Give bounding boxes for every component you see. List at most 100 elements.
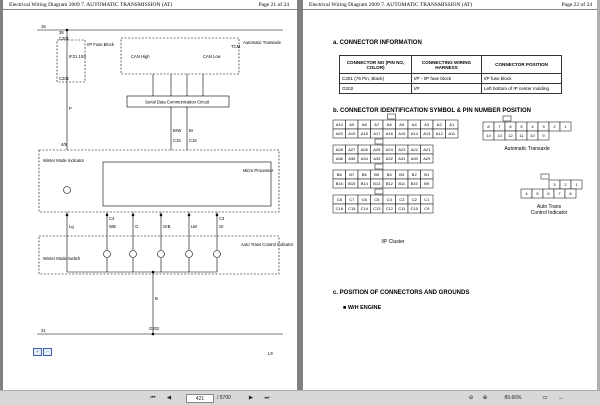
connector-pin: C5 [370, 194, 384, 205]
winter-indicator-label: Winter Mode Indicator [43, 158, 85, 163]
connector-pin: 3 [537, 121, 550, 132]
connector-pin: A31 [395, 153, 409, 164]
connector-c16: C16 [189, 138, 197, 143]
wire-color-gr: Gr [219, 224, 224, 229]
connector-pin: A10 [332, 119, 346, 130]
section-a-title: a. CONNECTOR INFORMATION [333, 40, 422, 46]
connector-pin-label: B4 [387, 172, 393, 177]
connector-pin: A33 [370, 153, 384, 164]
connector-pin: C6 [357, 194, 371, 205]
connector-pin-label: A16 [386, 131, 394, 136]
connector-pin: B5 [370, 169, 384, 180]
zoom-in-icon[interactable]: + [33, 348, 42, 356]
connector-pin: B4 [382, 169, 396, 180]
connector-pin-label: A2 [437, 122, 443, 127]
connector-pin-label: A7 [374, 122, 380, 127]
connector-36: 36 [59, 30, 64, 35]
connector-pin: B6 [357, 169, 371, 180]
connector-pin-label: 1 [564, 124, 567, 129]
connector-pin: A34 [357, 153, 371, 164]
section-c-title: c. POSITION OF CONNECTORS AND GROUNDS [333, 290, 470, 296]
connector-pin: 1 [570, 179, 583, 190]
connector-pin: A15 [395, 128, 409, 139]
connector-pin-label: A9 [349, 122, 355, 127]
connector-pin-label: B7 [349, 172, 355, 177]
tcm-label: TCM [231, 44, 241, 49]
connector-pin: A19 [345, 128, 359, 139]
connector-pin-label: 11 [519, 133, 524, 138]
micro-processor-label: Micro Processor [243, 168, 274, 173]
last-page-icon[interactable]: ⏭ [264, 394, 270, 401]
zoom-out-icon[interactable]: − [43, 348, 52, 356]
connector-pin: C13 [370, 203, 384, 214]
table-cell: I/P fuse block [481, 73, 562, 84]
connector-c201-top: C201 [59, 36, 70, 41]
page-21: Electrical Wiring Diagram 2009 7. AUTOMA… [3, 0, 297, 390]
prev-page-icon[interactable]: ◀ [166, 395, 172, 401]
connector-pin-label: C7 [349, 197, 355, 202]
page-number-input[interactable]: 421 [186, 394, 214, 403]
connector-pin: 7 [553, 188, 566, 199]
connector-pin-label: C10 [411, 206, 419, 211]
zoom-level[interactable]: 89.66% [504, 395, 522, 401]
connector-pin-label: 12 [508, 133, 513, 138]
connector-pin: A9 [345, 119, 359, 130]
next-page-icon[interactable]: ▶ [248, 395, 254, 401]
first-page-icon[interactable]: ⏮ [150, 394, 156, 401]
header-page-number: Page 21 of 24 [258, 2, 289, 8]
section-b-title: b. CONNECTOR IDENTIFICATION SYMBOL & PIN… [333, 108, 532, 114]
connector-pin: A7 [370, 119, 384, 130]
serial-circuit-label: Serial Data Communication Circuit [145, 100, 210, 105]
connector-pin-label: A24 [386, 147, 394, 152]
fit-width-icon[interactable]: ↔ [558, 395, 564, 401]
table-cell: Left bottom of IP center molding [481, 83, 562, 94]
connector-pin-label: A5 [399, 122, 405, 127]
connector-pin: C3 [395, 194, 409, 205]
connector-pin: C1 [420, 194, 434, 205]
connector-pin: A30 [407, 153, 421, 164]
connector-pin: 9 [537, 130, 550, 141]
connector-pin-label: A13 [423, 131, 431, 136]
connector-pin-label: 7 [498, 124, 501, 129]
connector-pin-label: C3 [399, 197, 405, 202]
bus-15-label: 15 [41, 24, 46, 29]
connector-pin: C2 [407, 194, 421, 205]
connector-pin-label: A35 [348, 156, 356, 161]
connector-pin-label: B12 [386, 181, 394, 186]
connector-pin-label: B9 [424, 181, 430, 186]
connector-pin: A28 [332, 144, 346, 155]
connector-pin: B15 [345, 178, 359, 189]
magnify-controls[interactable]: + − [33, 348, 53, 356]
connector-pin-label: A27 [348, 147, 356, 152]
table-cell: C201 (76 Pin, Black) [339, 73, 412, 84]
zoom-in-icon[interactable]: ⊕ [482, 395, 488, 401]
connector-pin-label: A23 [398, 147, 406, 152]
connector-pin: A16 [382, 128, 396, 139]
connector-pin-label: A36 [336, 156, 344, 161]
connector-pin: 5 [515, 121, 528, 132]
connector-pin-label: A1 [449, 122, 455, 127]
connector-pin-label: A10 [336, 122, 344, 127]
connector-latch [387, 113, 396, 120]
connector-pin: 6 [542, 188, 555, 199]
connector-pin: A27 [345, 144, 359, 155]
connector-pin: A22 [407, 144, 421, 155]
wiring-diagram: 15 31 I/P Fuse Block IF21 10A TCM Automa… [37, 24, 294, 356]
connector-pin-label: 1 [575, 182, 578, 187]
vertical-scrollbar[interactable] [597, 0, 600, 390]
connector-pin-label: A12 [436, 131, 444, 136]
connector-pin-label: 14 [486, 133, 491, 138]
connector-pin: A12 [432, 128, 446, 139]
fit-page-icon[interactable]: ▭ [542, 395, 548, 401]
connector-pin-label: C11 [398, 206, 406, 211]
connector-pin: A5 [395, 119, 409, 130]
document-viewer[interactable]: Electrical Wiring Diagram 2009 7. AUTOMA… [0, 0, 600, 390]
connector-pin: C10 [407, 203, 421, 214]
connector-pin: A13 [420, 128, 434, 139]
connector-pin-label: 4 [525, 191, 528, 196]
connector-pin-label: A25 [373, 147, 381, 152]
zoom-out-icon[interactable]: ⊖ [468, 395, 474, 401]
connector-pin-label: 7 [558, 191, 561, 196]
connector-latch [540, 173, 550, 180]
connector-pin: 1 [559, 121, 572, 132]
